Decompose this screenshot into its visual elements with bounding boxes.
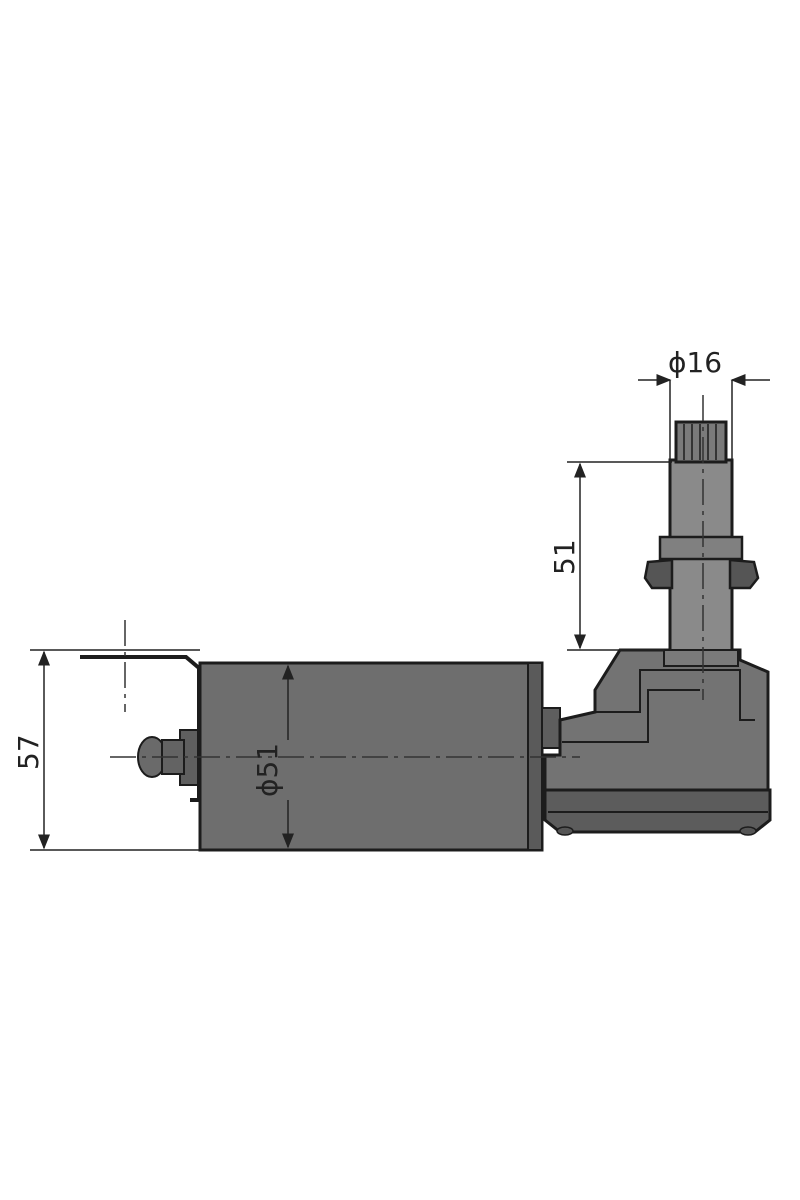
center-lines [110,395,704,758]
dimension-shaft-length: 51 [548,461,672,651]
mounting-bracket [80,655,201,802]
dimension-body-diameter: ϕ51 [251,664,294,849]
body-diameter-label: ϕ51 [251,743,284,797]
output-shaft [658,420,744,667]
dimension-shaft-diameter: ϕ16 [638,346,770,460]
mounting-nut [643,558,760,590]
shaft-diameter-label: ϕ16 [668,346,722,379]
gearbox-housing [543,648,772,836]
dimension-overall-height: 57 [12,649,200,851]
overall-height-label: 57 [12,734,45,770]
shaft-length-label: 51 [548,539,581,575]
